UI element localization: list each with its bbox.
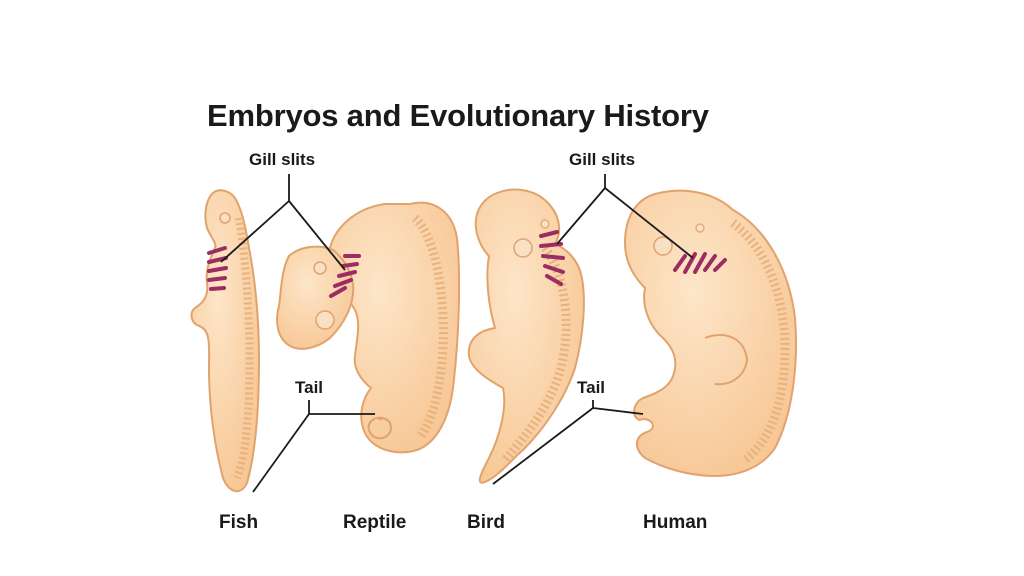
reptile-spine — [411, 214, 448, 439]
gill-slits-label-left: Gill slits — [249, 150, 316, 169]
reptile-gill-slits — [329, 254, 361, 298]
fish-eye — [219, 212, 231, 224]
leader-lines — [220, 174, 694, 493]
human-eye — [653, 236, 673, 256]
reptile-head — [276, 245, 355, 350]
bird-body — [467, 188, 585, 484]
human-gill-slits — [673, 252, 727, 274]
tail-left-to-fish — [252, 413, 310, 493]
gill-slits-left-to-fish — [220, 200, 290, 263]
embryo-name-fish: Fish — [219, 512, 259, 533]
fish-spine — [233, 217, 254, 480]
bird-gill-slits — [539, 230, 565, 286]
fish-embryo — [190, 189, 261, 493]
human-ear — [695, 223, 705, 233]
gill-slits-right-to-bird — [556, 187, 606, 245]
human-limb-bud — [704, 334, 749, 386]
reptile-tail-curl — [367, 416, 393, 440]
fish-gill-slits — [207, 246, 228, 291]
embryo-name-human: Human — [643, 512, 708, 533]
bird-embryo — [467, 188, 585, 484]
diagram-panel: Embryos and Evolutionary History Gill sl… — [185, 98, 799, 544]
reptile-embryo — [276, 201, 461, 454]
embryo-name-reptile: Reptile — [343, 512, 407, 533]
tail-label-right: Tail — [577, 378, 606, 397]
gill-slits-right-to-human — [604, 187, 694, 259]
embryo-illustration — [190, 174, 798, 493]
embryo-name-bird: Bird — [467, 512, 505, 533]
reptile-eye-lens — [315, 310, 335, 330]
fish-body — [190, 189, 261, 493]
diagram-title: Embryos and Evolutionary History — [207, 98, 709, 133]
human-embryo — [623, 189, 798, 478]
human-body — [623, 189, 798, 478]
gill-slits-label-right: Gill slits — [569, 150, 636, 169]
tail-label-left: Tail — [295, 378, 324, 397]
bird-eye — [513, 238, 533, 258]
reptile-eye — [313, 261, 327, 275]
tail-right-to-human — [592, 407, 644, 415]
gill-slits-left-to-reptile — [288, 200, 346, 271]
bird-ear — [540, 219, 550, 229]
tail-right-to-bird — [492, 407, 594, 485]
